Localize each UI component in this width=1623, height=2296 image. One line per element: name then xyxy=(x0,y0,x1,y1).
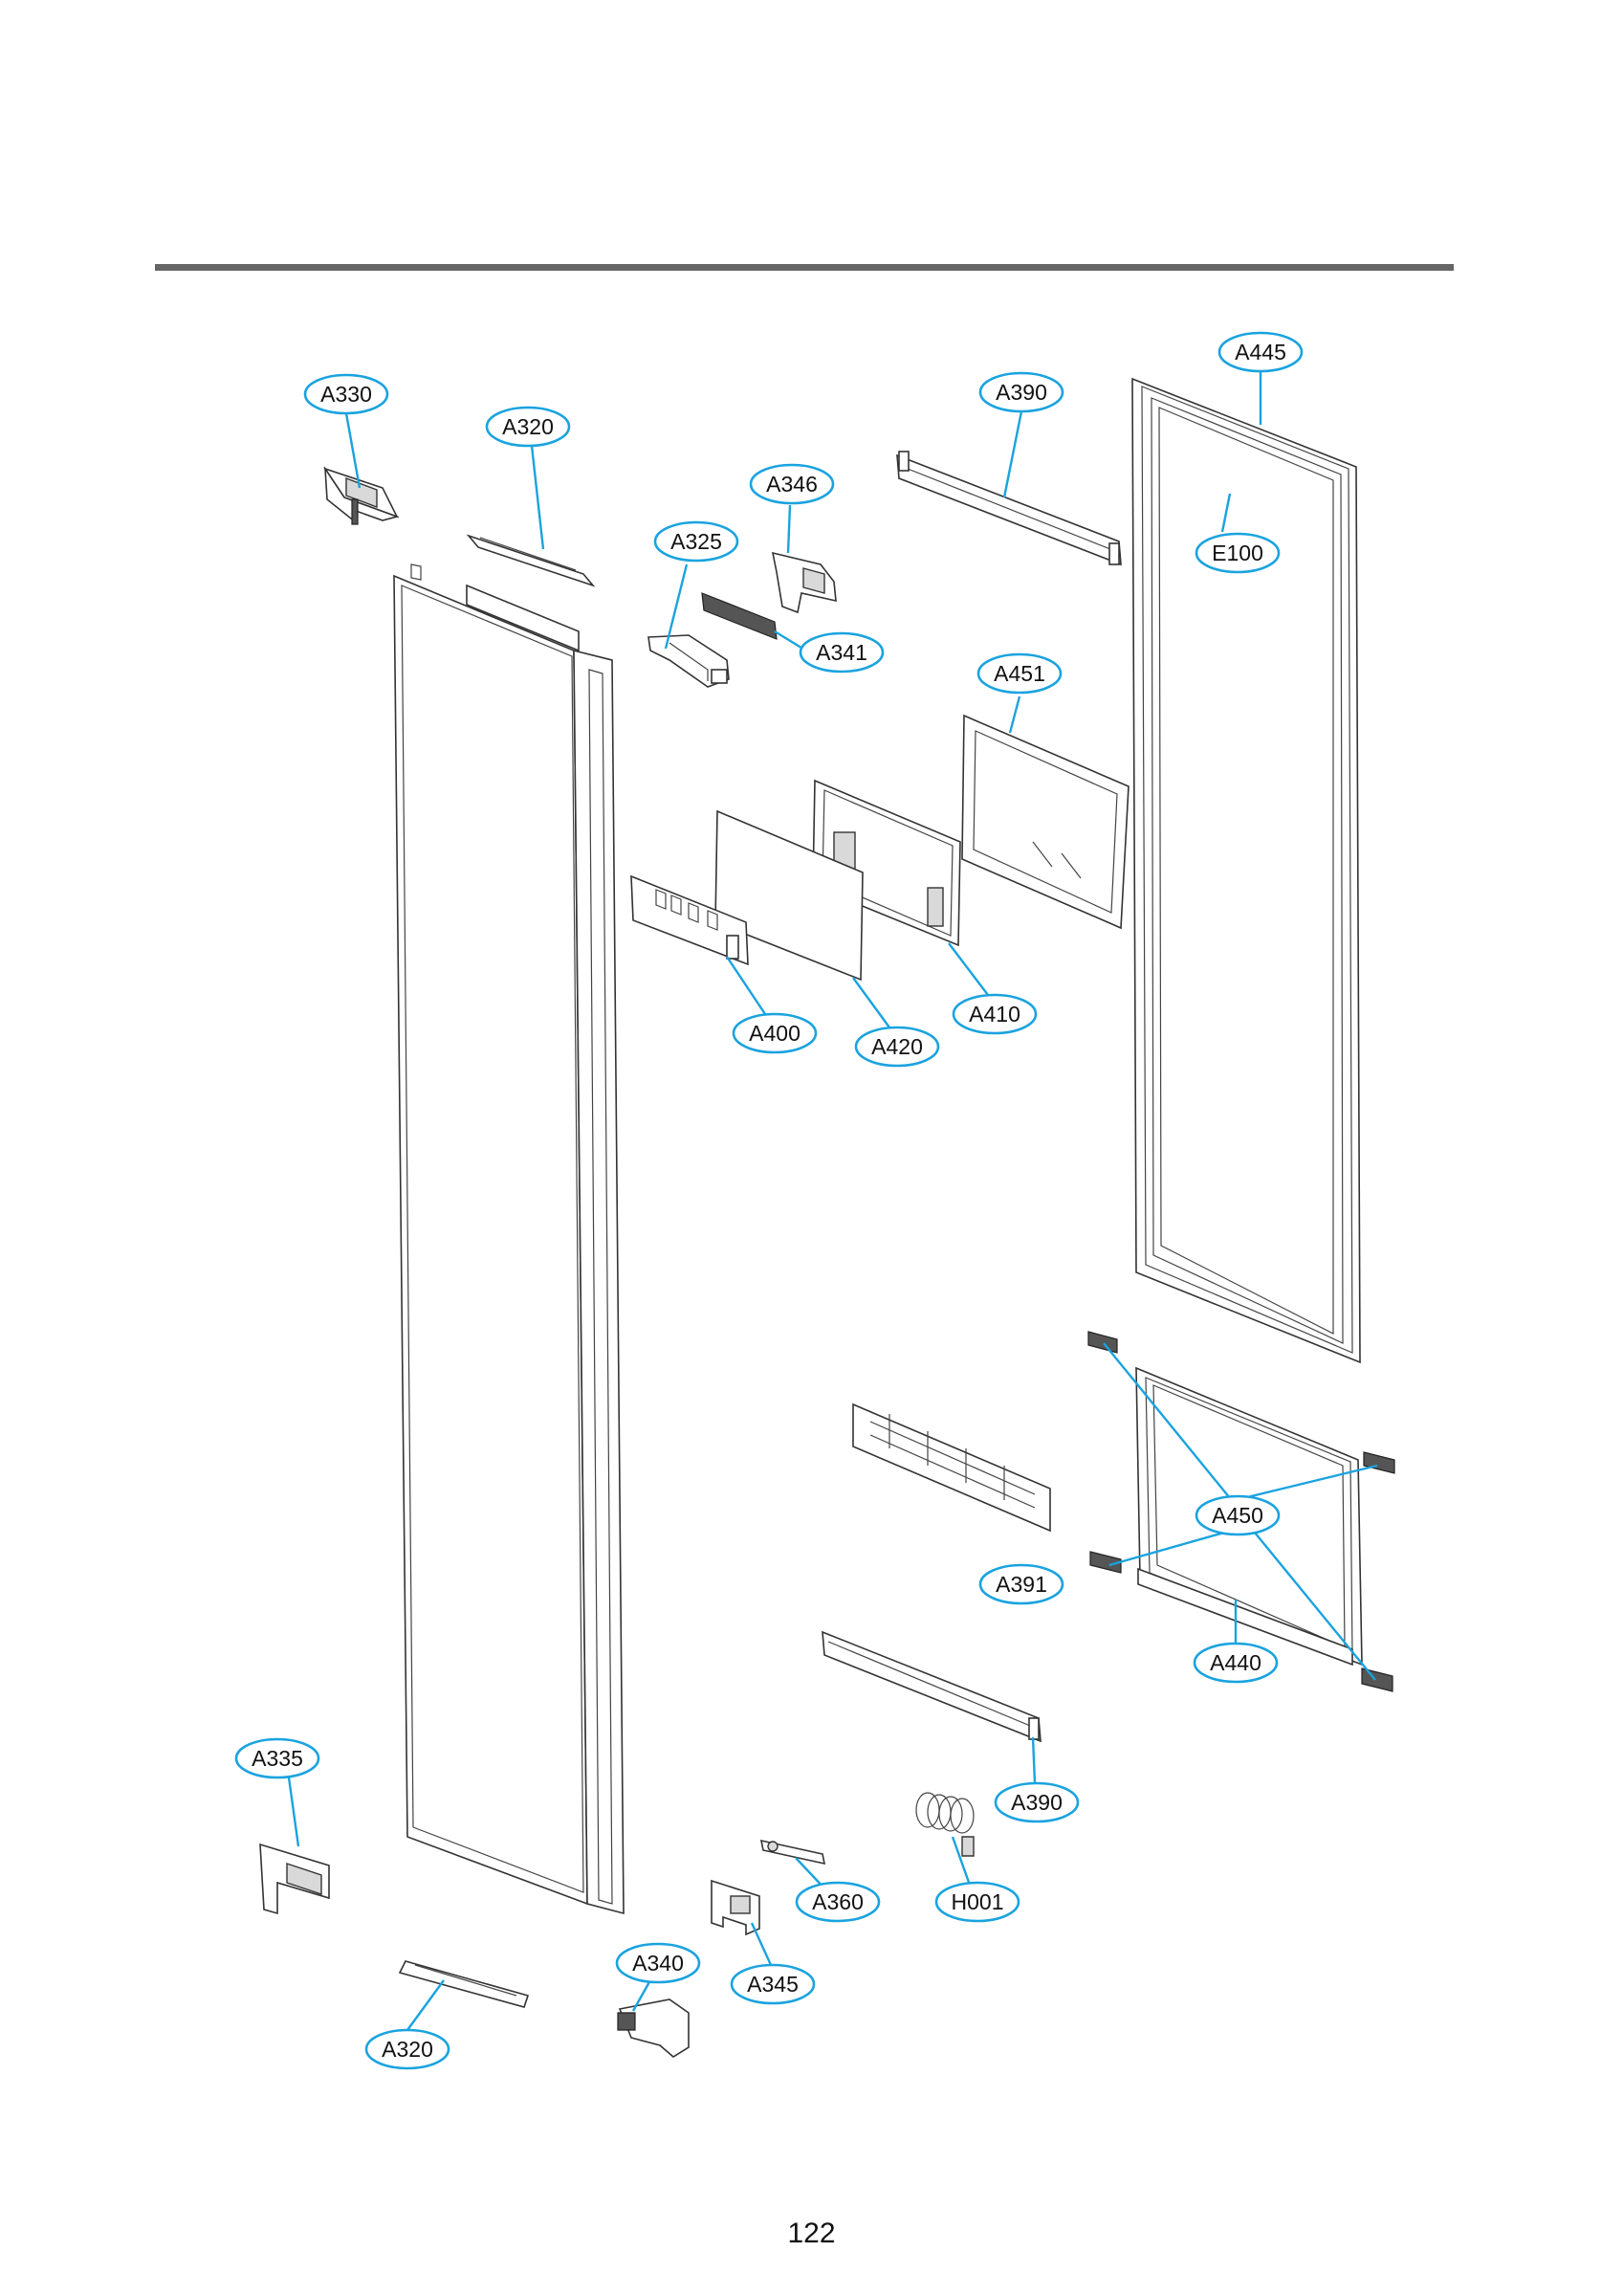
callout-label: A346 xyxy=(766,472,818,497)
a345-hinge-part xyxy=(711,1879,760,1936)
a330-bracket-part xyxy=(323,466,400,525)
callout-label: E100 xyxy=(1212,541,1263,565)
callout-label: A410 xyxy=(969,1002,1020,1027)
callout-a390-top: A390 xyxy=(978,371,1064,413)
callout-a420: A420 xyxy=(854,1026,940,1068)
leader-lines xyxy=(287,371,1378,2031)
callout-a320-bottom: A320 xyxy=(364,2028,450,2070)
a320-top-cap-part xyxy=(466,534,596,587)
a451-frame-part xyxy=(961,714,1130,930)
a420-clear-panel-part xyxy=(714,809,864,982)
callout-a346: A346 xyxy=(749,463,835,505)
callout-a341: A341 xyxy=(799,631,885,673)
callout-a450: A450 xyxy=(1195,1494,1281,1536)
callout-a335: A335 xyxy=(234,1737,320,1779)
a325-bracket-part xyxy=(647,634,730,688)
callout-a391: A391 xyxy=(978,1563,1064,1605)
callout-a345: A345 xyxy=(730,1963,816,2005)
callout-label: A340 xyxy=(632,1951,684,1976)
a335-bracket-part xyxy=(259,1843,330,1915)
callout-label: A390 xyxy=(1011,1790,1063,1815)
callout-label: H001 xyxy=(952,1889,1004,1914)
callout-a330: A330 xyxy=(303,373,389,415)
callout-label: A420 xyxy=(871,1034,923,1059)
callout-e100: E100 xyxy=(1195,532,1281,574)
callout-label: A325 xyxy=(670,529,722,554)
a400-control-board-part xyxy=(630,874,749,966)
page-number: 122 xyxy=(787,2218,836,2249)
a346-hinge-part xyxy=(771,551,837,614)
callout-a410: A410 xyxy=(952,993,1038,1035)
callout-a320-top: A320 xyxy=(485,406,571,448)
callout-label: A360 xyxy=(812,1889,864,1914)
a320-bottom-cap-part xyxy=(398,1960,530,2008)
callout-h001: H001 xyxy=(934,1881,1020,1923)
callout-label: A341 xyxy=(816,640,867,665)
a390-top-rail-part xyxy=(896,451,1122,566)
callout-label: A345 xyxy=(747,1972,799,1997)
a450-blocks-part xyxy=(1087,1331,1395,1692)
a410-board-part xyxy=(812,779,961,947)
callout-a440: A440 xyxy=(1193,1642,1279,1684)
callout-a445: A445 xyxy=(1217,331,1304,373)
callout-label: A320 xyxy=(502,414,554,439)
callout-label: A445 xyxy=(1235,340,1286,364)
callout-a390-bottom: A390 xyxy=(994,1781,1080,1823)
a360-lever-part xyxy=(759,1839,826,1866)
a390-bottom-rail-part xyxy=(822,1630,1042,1743)
callout-label: A320 xyxy=(382,2037,433,2062)
callout-label: A451 xyxy=(994,661,1045,686)
callout-label: A335 xyxy=(252,1746,303,1771)
callout-a360: A360 xyxy=(795,1881,881,1923)
callout-label: A450 xyxy=(1212,1503,1263,1528)
callout-label: A391 xyxy=(996,1572,1047,1597)
h001-cable-part xyxy=(915,1792,975,1857)
a391-panel-part xyxy=(852,1402,1051,1533)
a341-strip-part xyxy=(701,592,778,640)
callout-a325: A325 xyxy=(653,520,739,563)
callout-a340: A340 xyxy=(615,1942,701,1984)
callout-a400: A400 xyxy=(732,1012,818,1054)
door-panel-part xyxy=(393,563,625,1915)
callout-label: A390 xyxy=(996,380,1047,405)
callout-label: A400 xyxy=(749,1021,801,1046)
header-rule xyxy=(155,264,1454,271)
callout-label: A440 xyxy=(1210,1650,1261,1675)
callout-label: A330 xyxy=(320,382,372,407)
callout-a451: A451 xyxy=(976,652,1063,695)
a340-bracket-part xyxy=(617,1998,690,2058)
